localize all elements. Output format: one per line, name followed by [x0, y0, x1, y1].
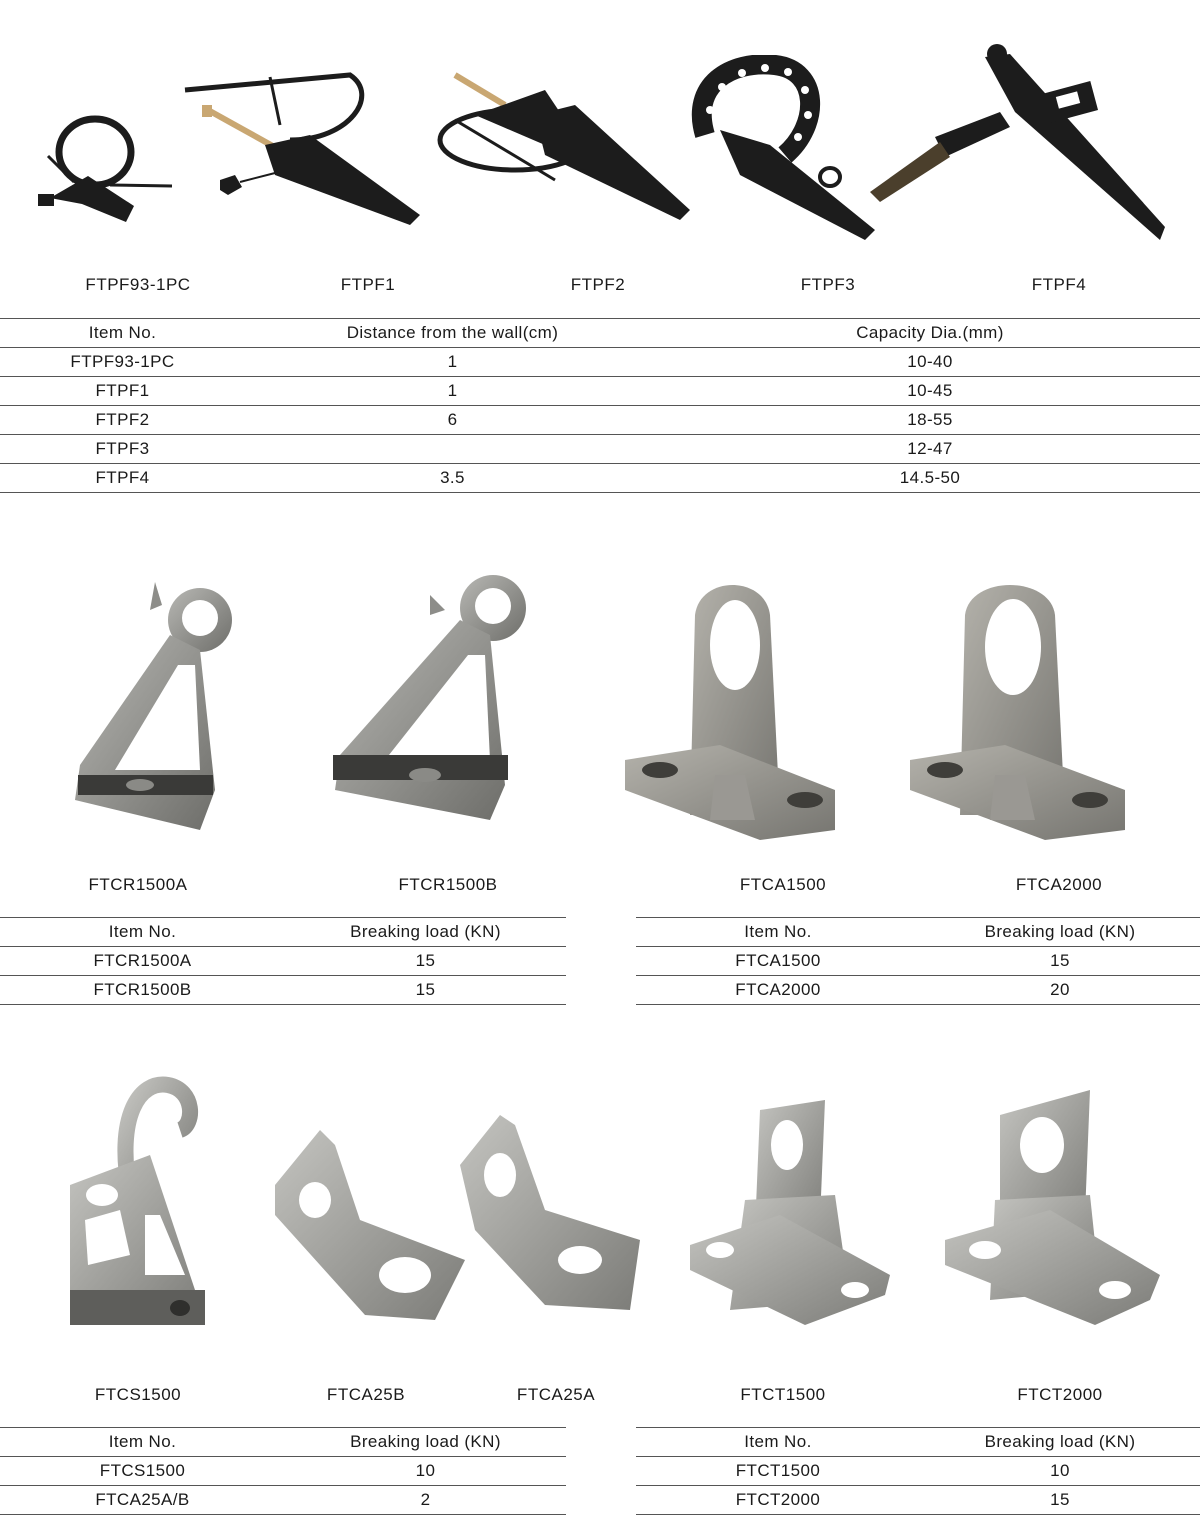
- ftca1500-image: [625, 585, 835, 840]
- table-row: FTCR1500A 15: [0, 946, 566, 976]
- table-row: FTPF3 12-47: [0, 434, 1200, 464]
- table-row: FTPF93-1PC 1 10-40: [0, 347, 1200, 377]
- table-cell: FTCS1500: [0, 1456, 285, 1486]
- product-label: FTCA2000: [1015, 875, 1103, 894]
- table-header-row: Item No. Breaking load (KN): [636, 917, 1200, 947]
- ftct2000-image: [945, 1090, 1160, 1325]
- product-label: FTCT1500: [740, 1385, 826, 1404]
- table-header-row: Item No. Breaking load (KN): [0, 917, 566, 947]
- table-cell: 10: [285, 1456, 566, 1486]
- table-cell: FTPF93-1PC: [0, 347, 245, 377]
- table-cell: 2: [285, 1485, 566, 1515]
- column-header: Item No.: [0, 318, 245, 348]
- ftca25a-image: [460, 1115, 640, 1310]
- product-label: FTCR1500A: [88, 875, 188, 894]
- table-row: FTCT1500 10: [636, 1456, 1200, 1486]
- table-cell: 1: [245, 376, 660, 406]
- ftcs1500-image: [70, 1076, 205, 1325]
- column-header: Item No.: [636, 1427, 920, 1457]
- column-header: Breaking load (KN): [285, 1427, 566, 1457]
- ftpf93-1pc-image: [38, 115, 173, 222]
- column-header: Item No.: [0, 917, 285, 947]
- column-header: Breaking load (KN): [920, 1427, 1200, 1457]
- table-cell: FTPF3: [0, 434, 245, 464]
- table-row: FTCA1500 15: [636, 946, 1200, 976]
- table-header-row: Item No. Distance from the wall(cm) Capa…: [0, 318, 1200, 348]
- ftpf3-image: [691, 55, 875, 240]
- table-cell: FTCA2000: [636, 975, 920, 1005]
- table-cell: 15: [285, 946, 566, 976]
- table-cell: 1: [245, 347, 660, 377]
- table-row: FTCR1500B 15: [0, 975, 566, 1005]
- table-cell: 14.5-50: [660, 463, 1200, 493]
- table-header-row: Item No. Breaking load (KN): [0, 1427, 566, 1457]
- table-cell: FTCA25A/B: [0, 1485, 285, 1515]
- product-label: FTCR1500B: [398, 875, 498, 894]
- table-cell: FTCT2000: [636, 1485, 920, 1515]
- table-cell: FTCR1500A: [0, 946, 285, 976]
- product-label: FTPF4: [1031, 275, 1087, 294]
- table-row: FTPF4 3.5 14.5-50: [0, 463, 1200, 493]
- column-header: Distance from the wall(cm): [245, 318, 660, 348]
- ftpf-spec-table: Item No. Distance from the wall(cm) Capa…: [0, 318, 1200, 493]
- product-label: FTCA1500: [739, 875, 827, 894]
- ftct1500-image: [690, 1100, 890, 1325]
- table-row: FTPF2 6 18-55: [0, 405, 1200, 435]
- table-cell: FTPF4: [0, 463, 245, 493]
- table-cell: FTPF1: [0, 376, 245, 406]
- table-cell: FTCR1500B: [0, 975, 285, 1005]
- table-cell: FTCT1500: [636, 1456, 920, 1486]
- table-cell: 3.5: [245, 463, 660, 493]
- product-label: FTCA25A: [516, 1385, 596, 1404]
- table-cell: 18-55: [660, 405, 1200, 435]
- table-cell: 10-45: [660, 376, 1200, 406]
- table-header-row: Item No. Breaking load (KN): [636, 1427, 1200, 1457]
- ftcs-spec-table: Item No. Breaking load (KN) FTCS1500 10 …: [0, 1427, 566, 1515]
- ftcr1500a-image: [75, 582, 232, 830]
- table-row: FTCS1500 10: [0, 1456, 566, 1486]
- product-label: FTPF1: [340, 275, 396, 294]
- table-cell: [245, 434, 660, 464]
- ftca2000-image: [910, 585, 1125, 840]
- table-cell: 12-47: [660, 434, 1200, 464]
- column-header: Breaking load (KN): [285, 917, 566, 947]
- column-header: Breaking load (KN): [920, 917, 1200, 947]
- ftpf1-image: [184, 72, 420, 225]
- table-cell: 15: [920, 1485, 1200, 1515]
- product-label: FTCT2000: [1017, 1385, 1103, 1404]
- ftca25b-image: [275, 1130, 465, 1320]
- product-label: FTCS1500: [94, 1385, 182, 1404]
- table-row: FTCA2000 20: [636, 975, 1200, 1005]
- table-cell: 10-40: [660, 347, 1200, 377]
- product-label: FTPF2: [570, 275, 626, 294]
- column-header: Capacity Dia.(mm): [660, 318, 1200, 348]
- ftcr1500b-image: [333, 575, 526, 820]
- column-header: Item No.: [636, 917, 920, 947]
- column-header: Item No.: [0, 1427, 285, 1457]
- table-row: FTPF1 1 10-45: [0, 376, 1200, 406]
- table-cell: 20: [920, 975, 1200, 1005]
- table-cell: 15: [285, 975, 566, 1005]
- table-cell: 10: [920, 1456, 1200, 1486]
- ftcr-spec-table: Item No. Breaking load (KN) FTCR1500A 15…: [0, 917, 566, 1005]
- table-row: FTCT2000 15: [636, 1485, 1200, 1515]
- table-cell: 15: [920, 946, 1200, 976]
- table-row: FTCA25A/B 2: [0, 1485, 566, 1515]
- ftpf2-image: [437, 72, 690, 220]
- table-cell: FTCA1500: [636, 946, 920, 976]
- product-label: FTPF93-1PC: [85, 275, 191, 294]
- ftct-spec-table: Item No. Breaking load (KN) FTCT1500 10 …: [636, 1427, 1200, 1515]
- ftca-spec-table: Item No. Breaking load (KN) FTCA1500 15 …: [636, 917, 1200, 1005]
- table-cell: FTPF2: [0, 405, 245, 435]
- table-cell: 6: [245, 405, 660, 435]
- product-label: FTPF3: [800, 275, 856, 294]
- product-label: FTCA25B: [326, 1385, 406, 1404]
- ftpf4-image: [870, 44, 1165, 240]
